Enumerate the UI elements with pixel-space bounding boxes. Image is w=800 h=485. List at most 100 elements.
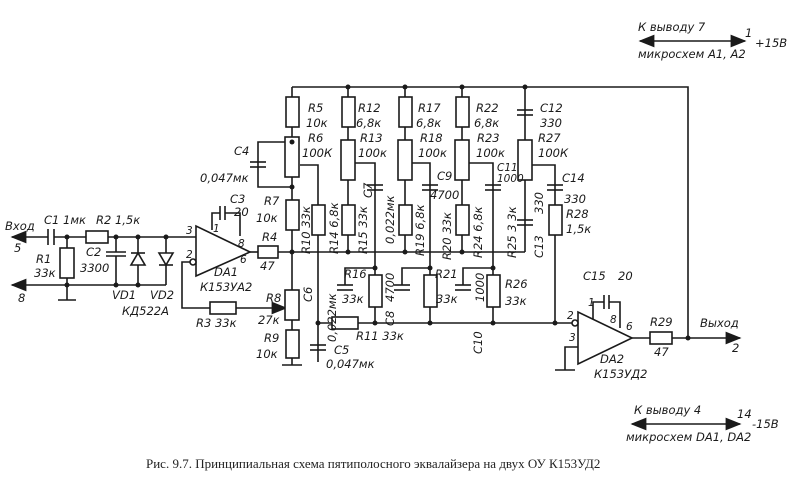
c4-value: 0,047мк [200,171,249,185]
ground-pin: 8 [18,291,25,305]
r3-label: R3 33к [196,316,237,330]
power-bottom-pin: 14 [737,407,752,421]
da1-pin1: 1 [213,223,220,235]
c5-value: 0,047мк [326,357,375,371]
r16-value: 33к [342,292,364,306]
input-pin: 5 [14,241,21,255]
r21-value: 33к [436,292,458,306]
r20-label: R20 33к [440,212,454,260]
r12-label: R12 [358,101,381,115]
da2-pin8: 8 [610,314,617,326]
c8-label: C8 [383,311,397,326]
c9-label: C9 [437,169,452,183]
vd1-label: VD1 [112,288,136,302]
c10-label: C10 [471,331,485,354]
c4-label: C4 [234,144,249,158]
da1-type: К153УА2 [200,280,252,294]
r23-value: 100к [476,146,505,160]
da1-label: DA1 [214,265,238,279]
diode-type: КД522А [122,304,169,318]
capacitors [47,109,610,351]
da2-pin6: 6 [626,321,633,333]
c1-label: C1 1мк [44,213,86,227]
diode-vd2 [157,252,175,267]
r23-label: R23 [477,131,500,145]
c11-value: 1000 [497,173,524,185]
power-bottom-line2: микросхем DA1, DA2 [626,430,751,444]
c2-label: C2 [86,245,101,259]
r13-label: R13 [360,131,383,145]
r17-value: 6,8к [416,116,441,130]
r28-label: R28 [566,207,589,221]
r15-label: R15 33к [356,206,370,254]
r1-value: 33к [34,266,56,280]
r6-value: 100К [302,146,333,160]
c2-value: 3300 [80,261,109,275]
r5-label: R5 [308,101,323,115]
r24-label: R24 6,8к [471,206,485,258]
r26-value: 33к [505,294,527,308]
c15-label: C15 [583,269,606,283]
da1-pin8: 8 [238,238,245,250]
vd2-label: VD2 [150,288,174,302]
junction-dots [64,84,691,341]
r7-label: R7 [264,194,280,208]
r9-label: R9 [264,331,279,345]
r4-label: R4 [262,230,277,244]
resistors [59,96,673,359]
r9-value: 10к [256,347,278,361]
r27-label: R27 [538,131,561,145]
power-note-positive: К выводу 7 микросхем А1, А2 1 +15В [638,20,787,61]
c5-label: C5 [334,343,349,357]
r18-label: R18 [420,131,443,145]
c7-label: C7 [361,182,375,198]
r16-label: R16 [344,267,367,281]
r13-value: 100к [358,146,387,160]
component-labels: Вход 5 8 C1 1мк R2 1,5к R1 33к C2 3300 V… [5,101,739,381]
c7-value: 0,022мк [383,195,397,244]
r25-label: R25 3 3к [505,206,519,258]
da1-pin6: 6 [240,254,247,266]
r22-value: 6,8к [474,116,499,130]
r5-value: 10к [306,116,328,130]
r1-label: R1 [36,252,51,266]
c15-value: 20 [618,269,633,283]
r22-label: R22 [476,101,499,115]
r10-label: R10 33к [299,206,313,254]
r27-value: 100К [538,146,569,160]
da1-pin3: 3 [186,225,193,237]
power-top-voltage: +15В [755,36,787,50]
r4-value: 47 [260,259,275,273]
c14-label: C14 [562,171,585,185]
c9-value: 4700 [430,188,459,202]
input-label: Вход [5,219,35,233]
da1-pin2: 2 [186,249,193,261]
power-bottom-line1: К выводу 4 [634,403,701,417]
r29-value: 47 [654,345,669,359]
r6-label: R6 [308,131,323,145]
da2-pin2: 2 [567,310,574,322]
power-note-negative: К выводу 4 микросхем DA1, DA2 14 -15В [626,403,779,444]
c3-value: 20 [234,205,249,219]
r2-label: R2 1,5к [96,213,140,227]
c14-value: 330 [564,192,586,206]
da2-label: DA2 [600,352,624,366]
r26-label: R26 [505,277,528,291]
da2-pin3: 3 [569,332,576,344]
c3-label: C3 [230,192,245,206]
output-pin: 2 [732,341,739,355]
power-bottom-voltage: -15В [752,417,779,431]
r21-label: R21 [435,267,458,281]
power-top-line2: микросхем А1, А2 [638,47,746,61]
r18-value: 100к [418,146,447,160]
power-top-line1: К выводу 7 [638,20,706,34]
c12-value: 330 [540,116,562,130]
r29-label: R29 [650,315,673,329]
opamp-da1 [189,224,252,278]
c13-value: 330 [532,192,546,214]
c6-label: C6 [301,287,315,302]
da2-type: К153УД2 [594,367,647,381]
diode-vd1 [129,251,147,266]
r11-label: R11 33к [356,329,404,343]
